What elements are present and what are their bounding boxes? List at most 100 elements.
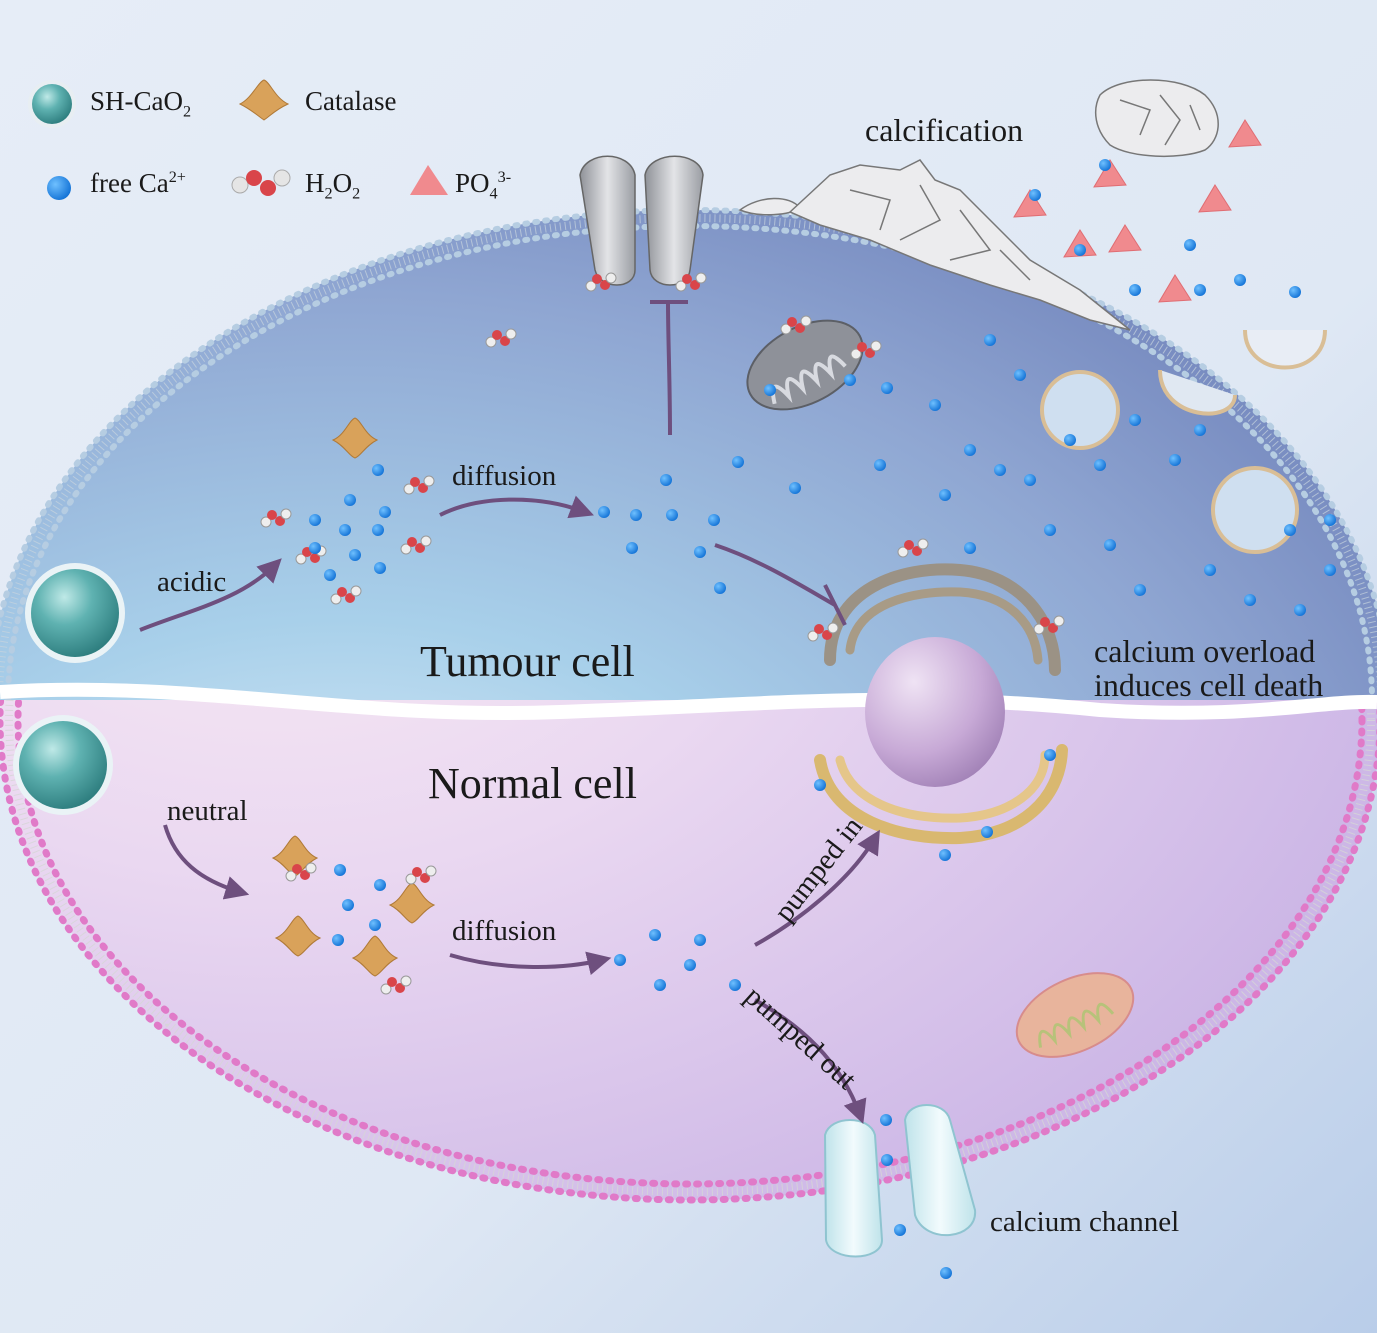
calcium-ion <box>1129 414 1141 426</box>
calcium-ion <box>1074 244 1086 256</box>
h2o2-molecule-icon <box>231 169 291 196</box>
normal-cell <box>0 700 1377 1204</box>
po4-pyramid <box>1228 119 1262 148</box>
arrow-pumped-out <box>754 998 867 1125</box>
calcium-ion <box>1134 584 1146 596</box>
catalase <box>274 915 322 957</box>
calcium-ion <box>940 1267 952 1279</box>
h2o2-molecule <box>285 862 317 882</box>
mitochondrion-tumour <box>746 319 864 411</box>
calcium-ion <box>339 524 351 536</box>
po4-pyramid <box>1108 224 1142 253</box>
legend-icons <box>28 79 448 200</box>
calcium-ion <box>1044 524 1056 536</box>
label-normal-cell: Normal cell <box>428 759 637 808</box>
calcium-ion <box>344 494 356 506</box>
calcium-ion <box>789 482 801 494</box>
calcium-ion <box>372 524 384 536</box>
arrow-diffusion-bottom <box>449 951 612 976</box>
calcium-ion <box>844 374 856 386</box>
calcium-ion <box>598 506 610 518</box>
calcium-ion <box>1029 189 1041 201</box>
label-overload-line2: induces cell death <box>1094 667 1324 703</box>
po4-pyramid <box>1093 159 1127 188</box>
calcium-ion <box>939 489 951 501</box>
calcium-ion <box>1064 434 1076 446</box>
h2o2-molecule <box>260 508 292 528</box>
label-calcium-overload: calcium overload induces cell death <box>1094 634 1323 702</box>
calcium-ion <box>372 464 384 476</box>
label-neutral: neutral <box>167 795 248 827</box>
catalase <box>388 882 436 924</box>
calcium-ion <box>964 542 976 554</box>
calcium-ion <box>626 542 638 554</box>
calcium-ion <box>654 979 666 991</box>
calcium-ion <box>1014 369 1026 381</box>
calcium-ion <box>994 464 1006 476</box>
vesicles <box>1040 329 1327 554</box>
calcium-ion <box>684 959 696 971</box>
calcium-ion <box>332 934 344 946</box>
calcium-ion <box>1044 749 1056 761</box>
catalase-icon <box>238 79 290 121</box>
divider-wave <box>0 682 1377 721</box>
calcium-ion <box>981 826 993 838</box>
h2o2-molecule <box>295 545 327 565</box>
h2o2-molecule <box>400 535 432 555</box>
calcium-ion <box>369 919 381 931</box>
h2o2-molecule <box>403 475 435 495</box>
legend-superscript: 3- <box>497 168 512 186</box>
calcium-ion <box>666 509 678 521</box>
legend-subscript: 2 <box>324 184 333 203</box>
calcium-ion <box>964 444 976 456</box>
calcium-ion <box>374 879 386 891</box>
calcium-ion <box>1244 594 1256 606</box>
arrow-acidic <box>139 558 282 632</box>
calcium-ion <box>881 382 893 394</box>
calcium-ion <box>729 979 741 991</box>
calcium-ion <box>630 509 642 521</box>
legend-label-sh-cao2: SH-CaO2 <box>90 86 191 121</box>
h2o2-molecule <box>585 272 617 292</box>
legend-label-po4: PO43- <box>455 168 511 203</box>
sh-cao2-sphere-icon <box>28 80 76 128</box>
calcium-ion <box>374 562 386 574</box>
calcium-ion <box>1099 159 1111 171</box>
po4-pyramid <box>1013 189 1047 218</box>
nucleus <box>865 637 1005 787</box>
calcium-ion <box>694 934 706 946</box>
label-calcification: calcification <box>865 112 1024 148</box>
label-diffusion-top: diffusion <box>452 460 557 492</box>
calcium-ions <box>309 159 1336 1279</box>
calcium-ion <box>649 929 661 941</box>
calcium-ion <box>1284 524 1296 536</box>
legend-text: O <box>332 168 353 198</box>
sh-cao2-sphere-tumour <box>25 563 125 663</box>
calcium-ion <box>1194 424 1206 436</box>
label-acidic: acidic <box>157 566 227 598</box>
h2o2-molecule <box>380 975 412 995</box>
calcium-ion <box>334 864 346 876</box>
calcium-ion <box>708 514 720 526</box>
calcium-ion <box>881 1154 893 1166</box>
mitochondrion-normal <box>1015 972 1135 1058</box>
h2o2-molecule <box>807 622 839 642</box>
arrow-neutral <box>163 824 250 900</box>
legend-text: free Ca <box>90 168 169 198</box>
legend-subscript: 2 <box>183 102 192 121</box>
calcium-ion <box>1024 474 1036 486</box>
calcium-ion <box>880 1114 892 1126</box>
legend-subscript: 4 <box>489 184 498 203</box>
calcium-ion <box>660 474 672 486</box>
legend-subscript: 2 <box>352 184 361 203</box>
calcium-ion <box>894 1224 906 1236</box>
calcium-ion <box>1094 459 1106 471</box>
calcium-ion <box>732 456 744 468</box>
catalase <box>351 935 399 977</box>
calcium-ion <box>1234 274 1246 286</box>
calcium-ion <box>1204 564 1216 576</box>
calcium-ion <box>1289 286 1301 298</box>
calcium-ion <box>309 514 321 526</box>
calcium-ion <box>1324 564 1336 576</box>
